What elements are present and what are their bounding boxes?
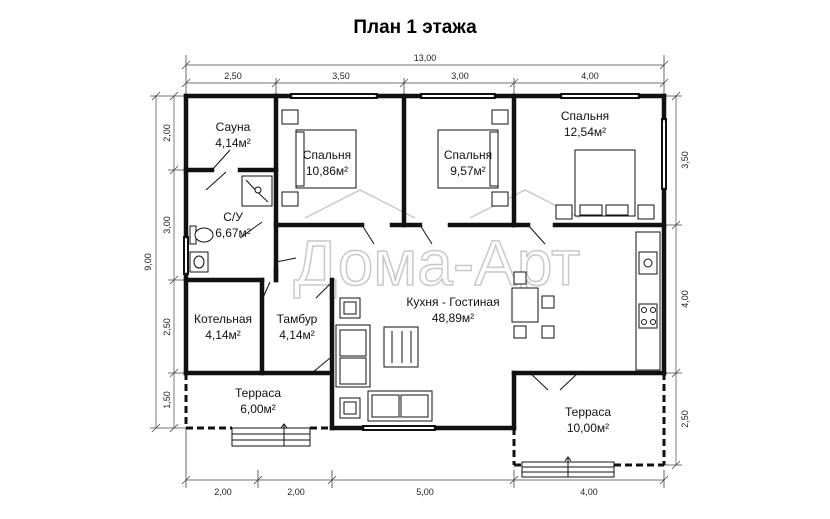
sofa-icon	[335, 324, 371, 388]
room-bathroom-name: С/У	[223, 210, 243, 224]
room-terrace2-area: 10,00м²	[567, 421, 609, 435]
bed-icon	[437, 109, 509, 207]
dim-right-1: 3,50	[680, 151, 690, 169]
dim-bottom-3: 5,00	[416, 487, 434, 497]
room-kitchen-name: Кухня - Гостиная	[406, 295, 499, 309]
toilet-icon	[189, 225, 214, 245]
room-bathroom-area: 6,67м²	[215, 226, 251, 240]
room-sauna-name: Сауна	[216, 120, 251, 134]
doors	[205, 149, 546, 374]
dim-top-1: 2,50	[224, 71, 242, 81]
walls	[183, 93, 667, 431]
side-table-icon	[339, 397, 361, 419]
room-boiler-area: 4,14м²	[205, 328, 241, 342]
dim-left-1: 2,00	[162, 124, 172, 142]
watermark: Дома-Арт	[293, 189, 581, 300]
shower-icon	[241, 175, 273, 207]
dim-right-3: 2,50	[680, 410, 690, 428]
room-terrace2-name: Терраса	[565, 405, 611, 419]
dim-left-2: 3,00	[162, 216, 172, 234]
room-bedroom2-area: 9,57м²	[450, 164, 486, 178]
dim-bottom-2: 2,00	[287, 487, 305, 497]
bed-icon	[281, 109, 357, 207]
dim-left-3: 2,50	[162, 318, 172, 336]
room-bedroom2-name: Спальня	[444, 148, 492, 162]
dim-bottom-4: 4,00	[580, 487, 598, 497]
room-terrace1-area: 6,00м²	[240, 402, 276, 416]
dining-table-icon	[511, 271, 555, 339]
room-kitchen-area: 48,89м²	[432, 311, 474, 325]
room-bedroom3-name: Спальня	[561, 109, 609, 123]
room-bedroom1-name: Спальня	[303, 148, 351, 162]
dim-top-2: 3,50	[332, 71, 350, 81]
room-vestibule-area: 4,14м²	[279, 328, 315, 342]
dim-left-total: 9,00	[143, 253, 153, 271]
dimensions: 13,00 2,50 3,50 3,00 4,00 2,00 2,00 5,00…	[143, 53, 690, 497]
furniture	[189, 109, 661, 422]
dim-top-3: 3,00	[451, 71, 469, 81]
terraces	[184, 372, 666, 478]
sofa-icon	[367, 390, 433, 422]
room-boiler-name: Котельная	[194, 312, 252, 326]
dim-top-4: 4,00	[581, 71, 599, 81]
coffee-table-icon	[383, 326, 419, 368]
room-labels: Сауна 4,14м² Спальня 10,86м² Спальня 9,5…	[194, 109, 611, 435]
plan-title: План 1 этажа	[353, 17, 477, 38]
room-vestibule-name: Тамбур	[277, 312, 318, 326]
sink-icon	[189, 251, 209, 273]
side-table-icon	[339, 297, 361, 319]
dim-left-4: 1,50	[162, 391, 172, 409]
room-bedroom3-area: 12,54м²	[564, 125, 606, 139]
kitchen-counter-icon	[635, 231, 661, 371]
dim-right-2: 4,00	[680, 290, 690, 308]
room-bedroom1-area: 10,86м²	[306, 164, 348, 178]
dim-top-total: 13,00	[414, 53, 437, 63]
dim-bottom-1: 2,00	[214, 487, 232, 497]
double-bed-icon	[555, 149, 655, 220]
room-terrace1-name: Терраса	[235, 386, 281, 400]
room-sauna-area: 4,14м²	[215, 136, 251, 150]
